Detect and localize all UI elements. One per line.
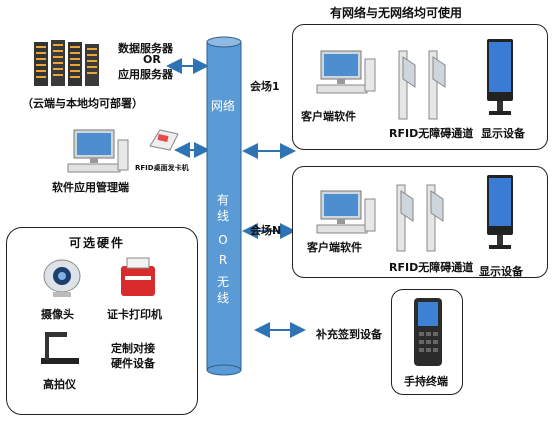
document-scanner-icon <box>41 332 79 364</box>
venueN-rfid-gate-icon <box>396 184 444 252</box>
scanner-label: 高拍仪 <box>43 378 76 391</box>
server-note: （云端与本地均可部署） <box>22 97 143 110</box>
camera-icon <box>43 259 81 297</box>
venueN-display-label: 显示设备 <box>479 265 523 278</box>
pipe-text-wireless2: 线 <box>216 291 229 305</box>
card-printer-icon <box>121 257 155 296</box>
printer-label: 证卡打印机 <box>107 308 162 321</box>
venue1-rfid-gate-icon <box>398 50 446 120</box>
admin-label: 软件应用管理端 <box>52 181 129 194</box>
venue1-gate-label: RFID无障碍通道 <box>389 127 474 140</box>
venue1-client-label: 客户端软件 <box>301 110 356 123</box>
venueN-client-label: 客户端软件 <box>307 241 362 254</box>
signin-label: 补充签到设备 <box>316 328 382 341</box>
optional-hardware-box: 可选硬件 摄像头 证卡打印机 高拍仪 定制对接 硬件设备 <box>6 227 198 415</box>
pipe-text-o: O <box>218 233 228 247</box>
venue1-label: 会场1 <box>250 80 280 93</box>
custom-hardware-line1: 定制对接 <box>111 342 155 355</box>
handheld-terminal-icon <box>414 298 442 366</box>
venue1-display-label: 显示设备 <box>481 127 525 140</box>
server-rack-icon <box>34 40 99 86</box>
venueN-client-computer-icon <box>316 190 376 234</box>
pipe-text-network: 网络 <box>210 99 235 113</box>
venue1-display-kiosk-icon <box>487 39 513 115</box>
custom-hardware-line2: 硬件设备 <box>111 357 155 370</box>
camera-label: 摄像头 <box>41 308 74 321</box>
handheld-label: 手持终端 <box>404 375 448 388</box>
card-reader-label: RFID桌面发卡机 <box>135 164 189 172</box>
venueN-gate-label: RFID无障碍通道 <box>389 261 474 274</box>
venueN-label: 会场N <box>250 224 282 237</box>
network-pipe: 网络 有 线 O R 无 线 <box>206 36 242 376</box>
pipe-text-wireless: 无 <box>216 275 229 289</box>
venueN-box: 客户端软件 RFID无障碍通道 显示设备 <box>292 166 548 278</box>
pipe-text-wired2: 线 <box>216 209 229 223</box>
diagram-title: 有网络与无网络均可使用 <box>330 6 463 20</box>
server-label-2: 应用服务器 <box>118 68 173 81</box>
optional-title: 可选硬件 <box>69 236 126 250</box>
venueN-display-kiosk-icon <box>487 175 513 249</box>
pipe-text-wired: 有 <box>216 193 229 207</box>
server-label-1: 数据服务器 <box>118 42 173 55</box>
server-label-or: OR <box>143 53 161 66</box>
venue1-client-computer-icon <box>316 50 376 94</box>
pipe-text-r: R <box>218 253 228 267</box>
handheld-box <box>391 289 463 395</box>
card-reader-icon <box>149 129 179 151</box>
admin-computer-icon <box>67 129 129 173</box>
venue1-box: 客户端软件 RFID无障碍通道 显示设备 <box>292 24 548 150</box>
